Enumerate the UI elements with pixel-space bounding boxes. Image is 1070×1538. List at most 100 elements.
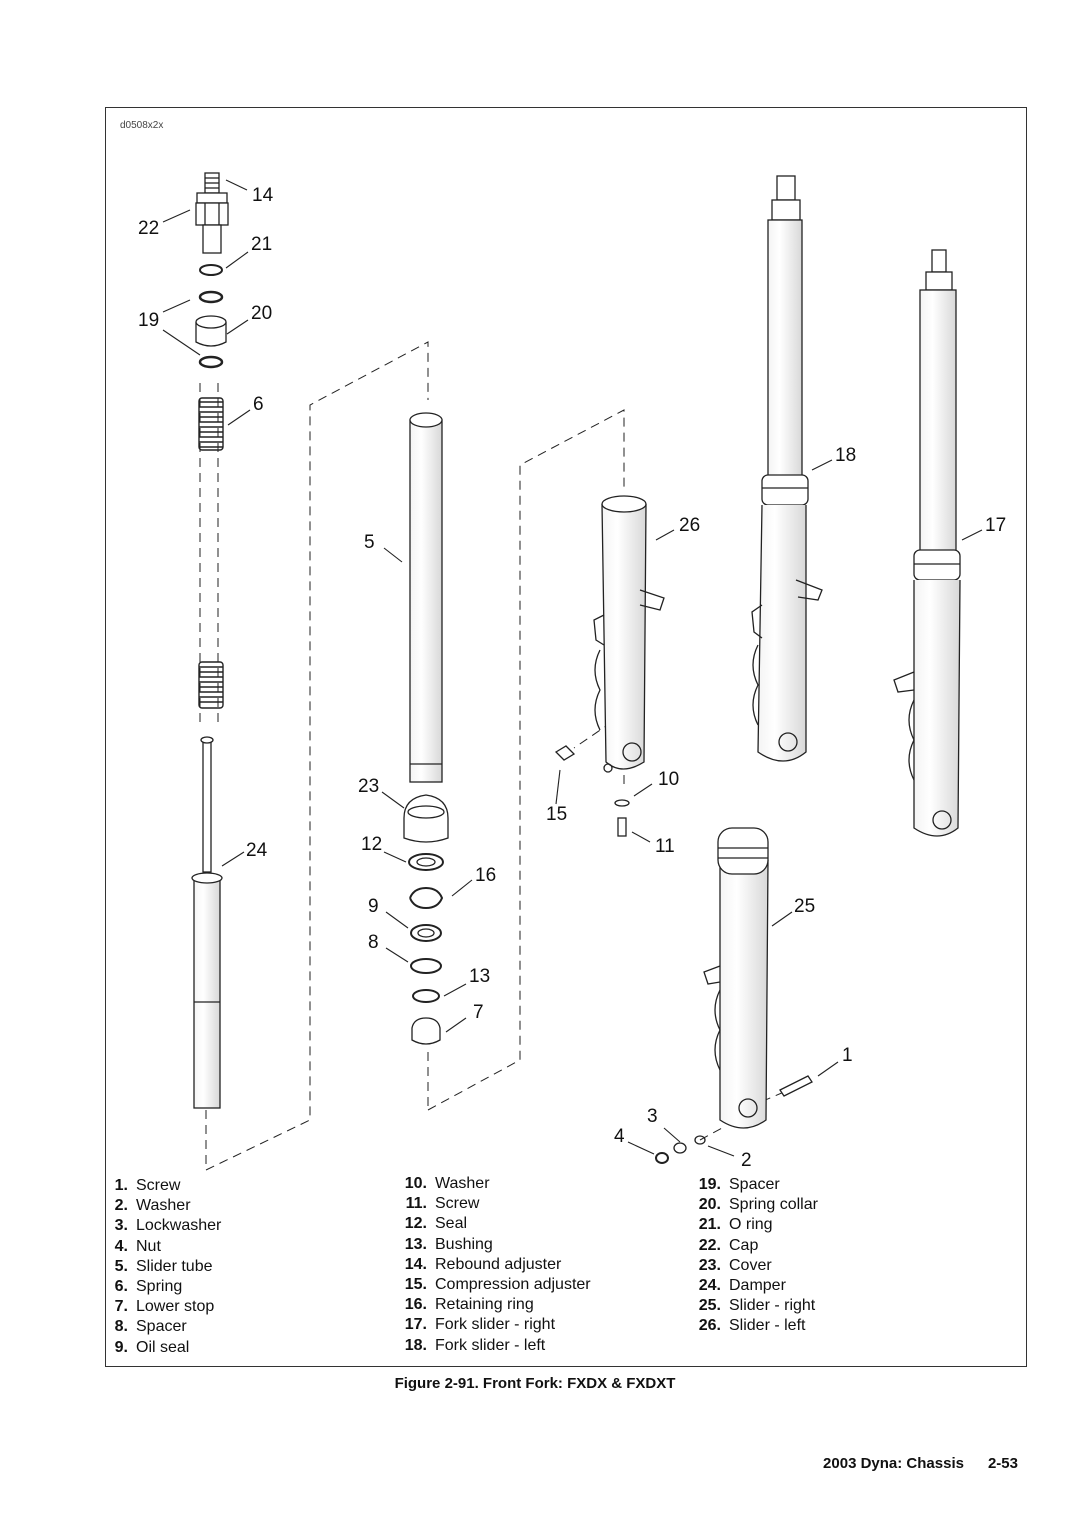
legend-label: O ring [729, 1216, 773, 1234]
legend-row: 19. Spacer [697, 1175, 818, 1195]
legend-label: Compression adjuster [435, 1276, 591, 1294]
legend-number: 15. [404, 1276, 427, 1294]
damper [191, 736, 223, 1109]
legend-label: Lower stop [136, 1298, 215, 1316]
slider-left [593, 495, 665, 773]
legend-label: Nut [136, 1237, 161, 1255]
callout-21: 21 [251, 234, 272, 255]
rebound-adjuster-and-cap [195, 172, 229, 254]
legend-label: Spacer [729, 1176, 780, 1193]
legend-number: 23. [698, 1256, 721, 1274]
callout-17: 17 [985, 515, 1006, 536]
legend-row: 12. Seal [401, 1214, 591, 1234]
legend-row: 10. Washer [401, 1174, 591, 1194]
legend-number: 5. [114, 1257, 128, 1275]
callout-23: 23 [358, 776, 379, 797]
legend-number: 21. [698, 1216, 721, 1234]
legend-row: 18. Fork slider - left [401, 1336, 591, 1356]
callout-1: 1 [842, 1045, 853, 1066]
figure-caption: Figure 2-91. Front Fork: FXDX & FXDXT [394, 1375, 676, 1392]
legend-number: 19. [698, 1176, 721, 1193]
legend-number: 9. [114, 1338, 128, 1356]
spring [198, 397, 224, 709]
page-number: 2-53 [987, 1455, 1018, 1472]
fork-slider-left [751, 175, 823, 762]
callout-3: 3 [647, 1106, 658, 1127]
legend-label: Rebound adjuster [435, 1255, 562, 1273]
legend-number: 10. [404, 1175, 427, 1192]
legend-number: 2. [114, 1197, 128, 1215]
page-footer: 2003 Dyna: Chassis 2-53 [823, 1455, 1018, 1472]
legend-row: 2.Washer [112, 1196, 221, 1216]
legend-number: 13. [404, 1235, 427, 1253]
legend-number: 25. [698, 1297, 721, 1315]
drawing-id: d0508x2x [120, 120, 164, 131]
callout-7: 7 [473, 1002, 484, 1023]
legend-label: Screw [136, 1177, 181, 1194]
parts-legend-column-3: 19.Spacer 20.Spring collar 21.O ring 22.… [697, 1175, 818, 1337]
callout-20: 20 [251, 303, 272, 324]
legend-label: Washer [435, 1175, 490, 1192]
legend-row: 15. Compression adjuster [401, 1275, 591, 1295]
legend-row: 16.Retaining ring [401, 1295, 591, 1315]
legend-label: Seal [435, 1215, 468, 1233]
callout-10: 10 [658, 769, 679, 790]
callout-18: 18 [835, 445, 856, 466]
legend-number: 12. [404, 1215, 427, 1233]
legend-number: 11. [405, 1195, 427, 1213]
legend-label: Bushing [435, 1235, 493, 1253]
callout-6: 6 [253, 394, 264, 415]
legend-row: 13. Bushing [401, 1235, 591, 1255]
legend-row: 7.Lower stop [112, 1297, 221, 1317]
legend-row: 22.Cap [697, 1236, 818, 1256]
legend-number: 16. [404, 1296, 427, 1314]
legend-number: 26. [698, 1317, 721, 1335]
callout-19: 19 [138, 310, 159, 331]
legend-label: Slider tube [136, 1257, 213, 1275]
slider-tube [409, 412, 443, 783]
footer-title: 2003 Dyna: Chassis [823, 1455, 964, 1472]
callout-13: 13 [469, 966, 490, 987]
slider-right [703, 827, 769, 1129]
legend-row: 14.Rebound adjuster [401, 1255, 591, 1275]
legend-number: 1. [114, 1177, 128, 1194]
legend-row: 3. Lockwasher [112, 1216, 222, 1236]
callout-9: 9 [368, 896, 379, 917]
legend-label: Damper [729, 1277, 786, 1295]
callout-16: 16 [475, 865, 496, 886]
callout-24: 24 [246, 840, 268, 861]
callout-5: 5 [364, 532, 375, 553]
legend-row: 11. Screw [401, 1194, 591, 1214]
callout-numbers: 14 22 21 19 20 6 5 23 24 12 16 9 8 13 7 … [138, 185, 1006, 1171]
callout-11: 11 [655, 836, 675, 857]
legend-row: 23. Cover [697, 1256, 818, 1276]
legend-label: Oil seal [136, 1338, 190, 1356]
legend-number: 3. [114, 1217, 128, 1235]
callout-12: 12 [361, 834, 382, 855]
legend-label: Spacer [136, 1318, 187, 1336]
legend-label: Cover [729, 1256, 772, 1274]
legend-label: Spring [136, 1278, 183, 1296]
legend-number: 18. [404, 1336, 427, 1354]
legend-label: Fork slider - left [435, 1336, 546, 1354]
legend-number: 17. [404, 1316, 427, 1334]
callout-14: 14 [252, 185, 274, 206]
legend-number: 4. [114, 1237, 128, 1255]
legend-row: 17.Fork slider - right [401, 1315, 591, 1335]
figure-frame [105, 107, 1027, 1367]
parts-legend-column-2: 10. Washer 11. Screw 12. Seal 13. Bushing 14… [401, 1174, 591, 1356]
legend-number: 20. [698, 1196, 721, 1214]
legend-label: Cap [729, 1236, 759, 1254]
legend-row: 8.Spacer [112, 1317, 221, 1337]
legend-row: 5. Slider tube [112, 1257, 221, 1277]
legend-row: 21. O ring [697, 1215, 818, 1235]
parts-legend-column-1: 1. Screw 2.Washer 3. Lockwasher 4. Nut 5. Sl… [112, 1176, 222, 1358]
legend-label: Screw [435, 1195, 480, 1213]
callout-15: 15 [546, 804, 567, 825]
legend-number: 24. [698, 1277, 721, 1295]
callout-22: 22 [138, 218, 159, 239]
legend-label: Lockwasher [136, 1217, 222, 1235]
legend-row: 9. Oil seal [112, 1338, 221, 1358]
legend-row: 1. Screw [112, 1176, 221, 1196]
